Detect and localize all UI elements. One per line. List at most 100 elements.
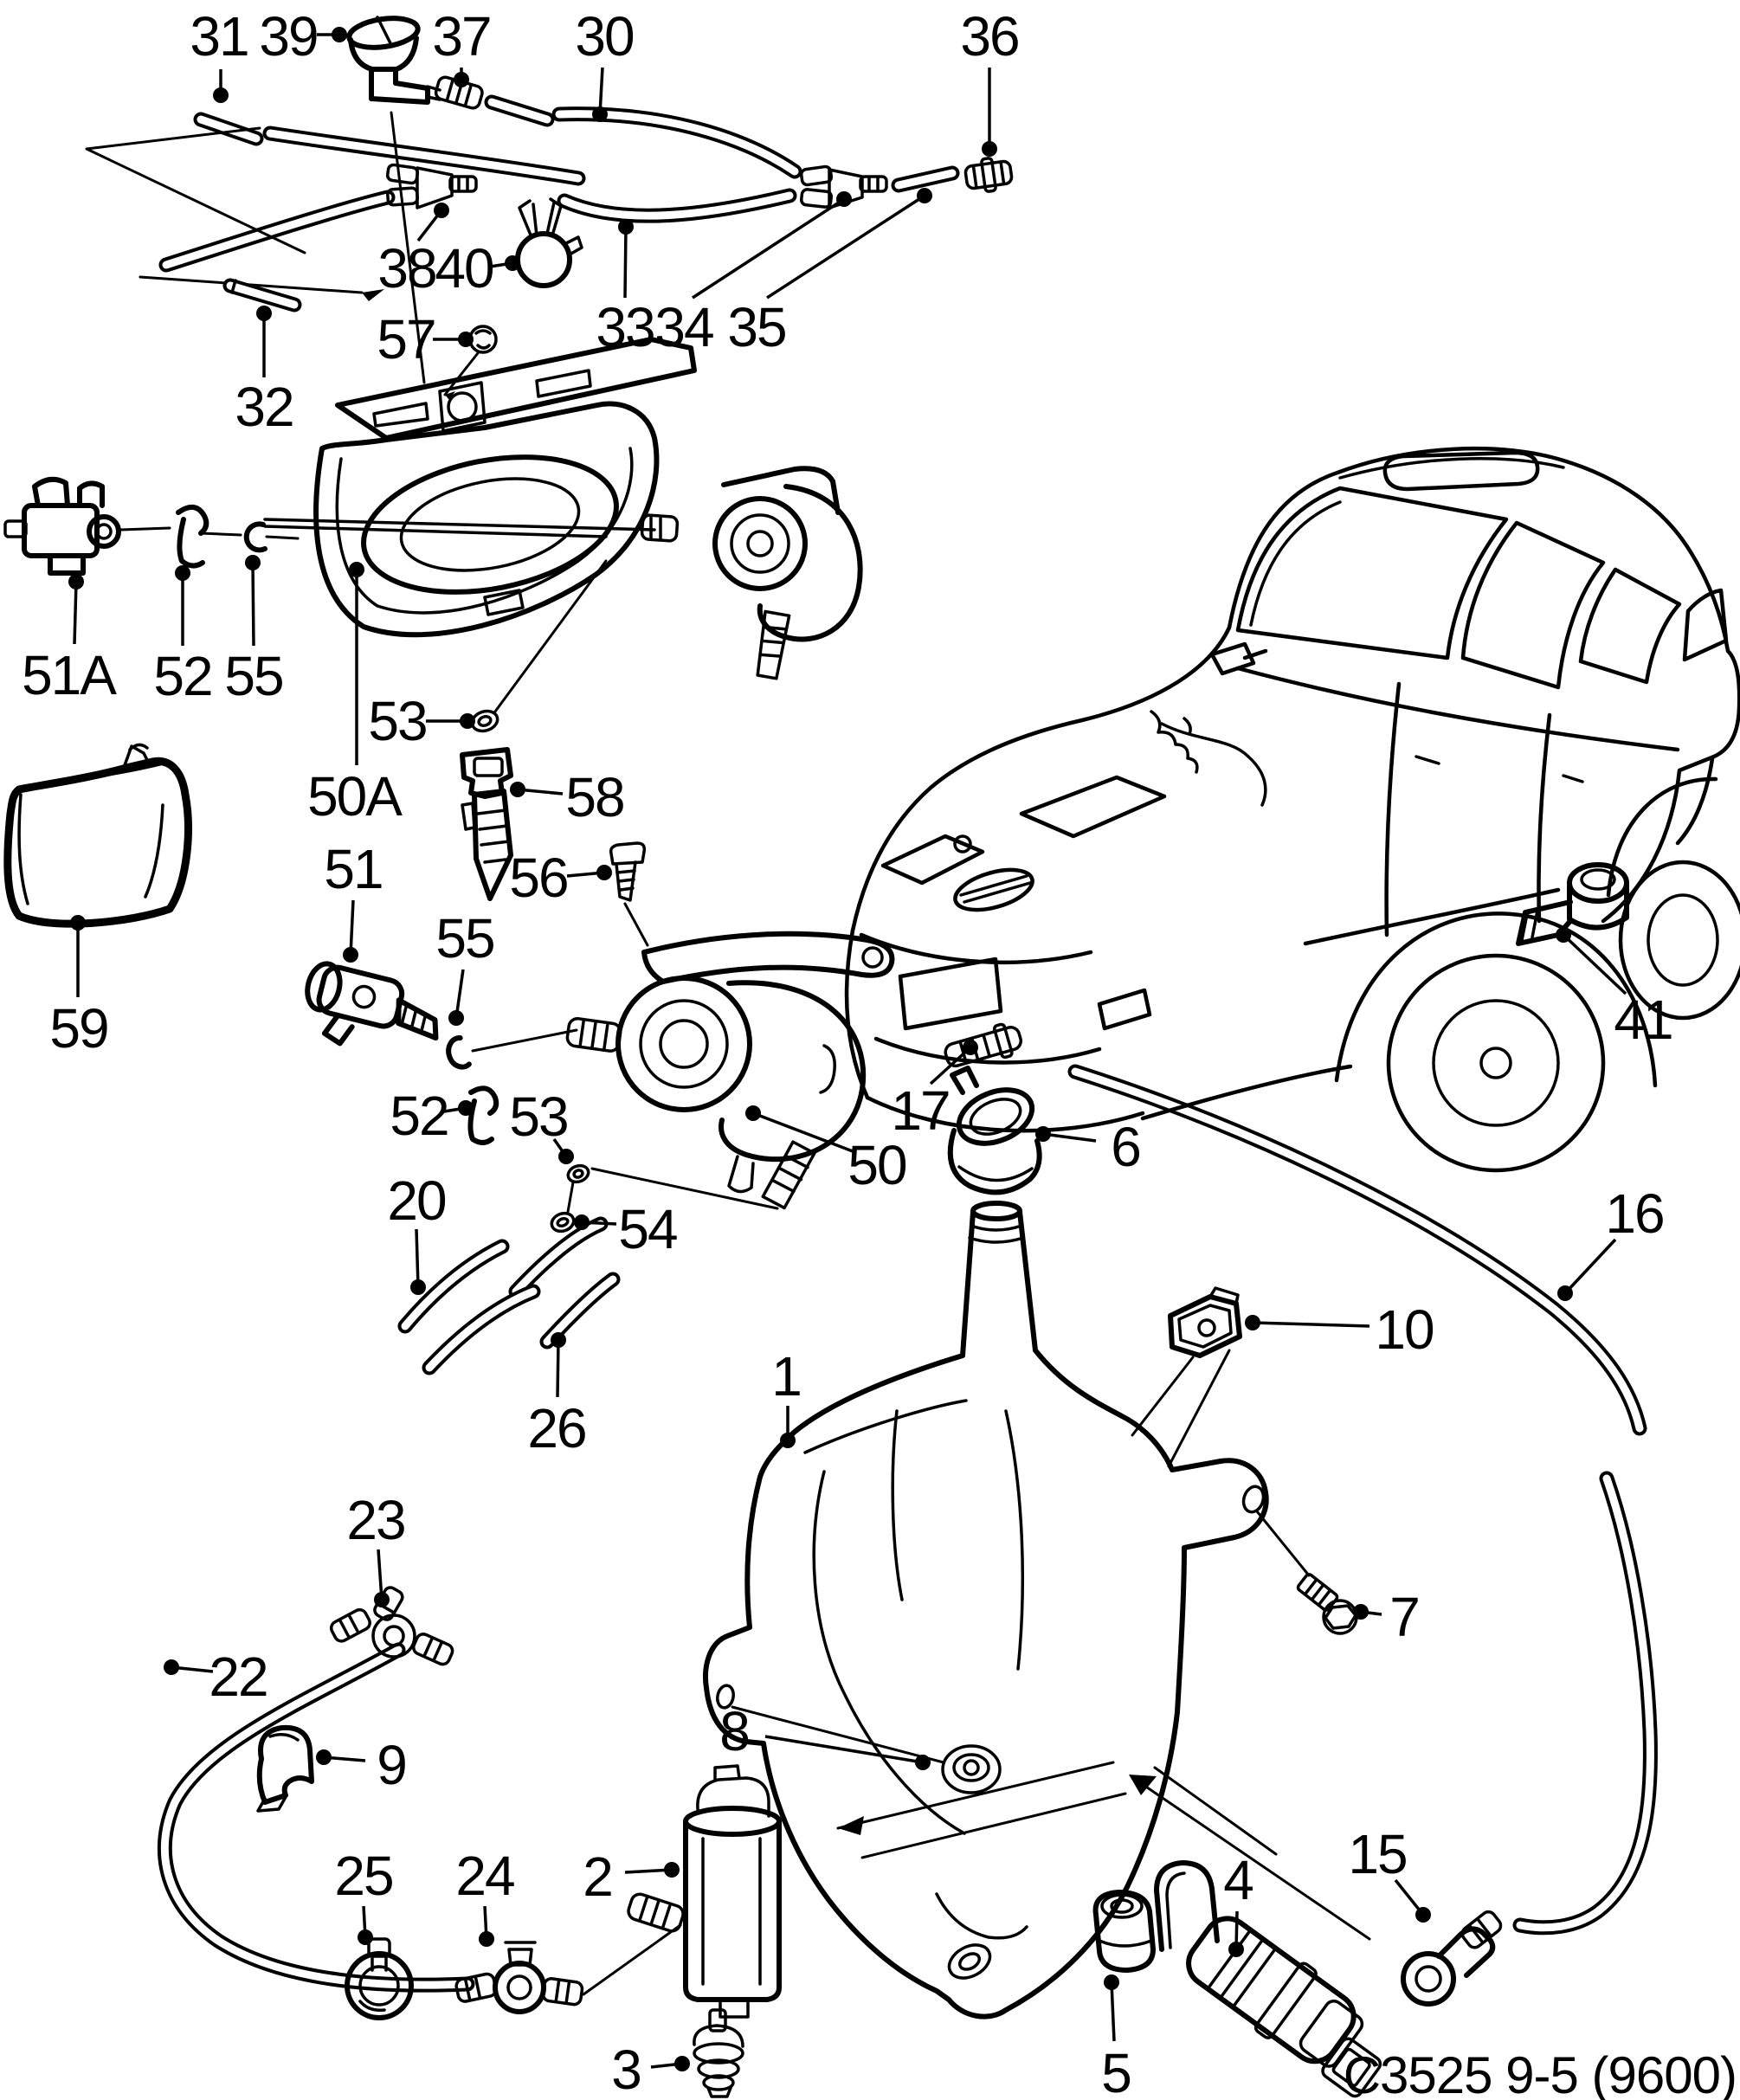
callout-52: 52 [390, 1085, 449, 1147]
leader-line-17 [929, 1046, 972, 1085]
leader-line-35 [766, 194, 925, 300]
callout-3: 3 [611, 2039, 642, 2100]
leader-dot-3 [674, 2056, 690, 2071]
y-connector-38 [385, 163, 478, 209]
hose-network-top [85, 94, 960, 301]
check-valve-51A [3, 476, 300, 576]
callout-55: 55 [224, 645, 284, 707]
callout-16: 16 [1605, 1182, 1665, 1245]
coupler-36 [963, 157, 1014, 193]
leader-line-33 [623, 226, 628, 299]
washer-reservoir-1 [703, 1201, 1269, 2019]
callout-36: 36 [960, 5, 1020, 68]
leader-dot-56 [596, 865, 612, 880]
leader-line-55 [251, 562, 255, 647]
callout-31: 31 [190, 5, 249, 68]
t-connector-24 [454, 1923, 682, 2014]
callout-17: 17 [891, 1079, 951, 1142]
headlamp-washer-pump-port [712, 466, 863, 680]
callout-leader-lines [68, 27, 1627, 2071]
callout-55: 55 [435, 907, 495, 969]
leader-line-50 [752, 1111, 854, 1153]
leader-dot-54 [574, 1214, 590, 1230]
clamp-25 [345, 1937, 414, 2020]
leader-dot-36 [982, 141, 997, 157]
leader-line-8 [764, 1735, 924, 1764]
callout-6: 6 [1111, 1116, 1142, 1178]
cover-59 [3, 743, 192, 928]
c-clip-55 [243, 521, 267, 553]
callout-34: 34 [654, 296, 714, 358]
callout-35: 35 [727, 296, 787, 358]
leader-dot-32 [256, 306, 272, 321]
callout-8: 8 [719, 1700, 751, 1762]
leader-line-51A [73, 581, 78, 645]
clamp-40 [515, 197, 583, 288]
spray-nozzle-51 [305, 961, 439, 1047]
callout-59: 59 [49, 997, 109, 1060]
hose-pieces-20-26 [397, 1216, 621, 1375]
callout-26: 26 [527, 1397, 587, 1459]
mount-pointer-pump-4 [1129, 1766, 1371, 1941]
leader-dot-50 [745, 1105, 761, 1121]
leader-dot-6 [1035, 1126, 1051, 1142]
leader-dot-52 [175, 565, 190, 581]
leader-dot-20 [410, 1279, 426, 1295]
leader-dot-52 [458, 1100, 474, 1116]
leader-dot-4 [1228, 1942, 1244, 1957]
callout-22: 22 [209, 1646, 268, 1708]
callout-5: 5 [1101, 2042, 1132, 2100]
leader-dot-35 [917, 188, 932, 203]
leader-dot-25 [358, 1929, 373, 1945]
callout-38: 38 [377, 237, 437, 300]
callout-15: 15 [1348, 1823, 1408, 1885]
leader-line-30 [598, 67, 604, 115]
bracket-41 [1516, 862, 1629, 946]
leader-dot-30 [592, 106, 608, 122]
callout-2: 2 [583, 1846, 614, 1908]
screw-56 [609, 841, 649, 947]
leader-line-23 [377, 1549, 383, 1601]
leader-dot-55 [245, 555, 261, 570]
elbow-connector-15 [1401, 1910, 1503, 2007]
washer-jet-39 [346, 16, 441, 105]
tube-32 [222, 278, 302, 312]
leader-line-10 [1252, 1321, 1370, 1328]
nut-8 [731, 1705, 1002, 1794]
callout-58: 58 [565, 766, 625, 828]
leader-dot-33 [618, 219, 634, 235]
callout-40: 40 [435, 237, 494, 300]
callout-10: 10 [1375, 1298, 1434, 1361]
leader-dot-10 [1245, 1315, 1260, 1330]
headlamp-pump-4 [1154, 1860, 1382, 2098]
callout-20: 20 [387, 1169, 447, 1232]
t-connector-23 [329, 1586, 454, 1666]
screw-7 [1255, 1510, 1358, 1635]
callout-52: 52 [153, 645, 213, 707]
o-ring-55 [446, 1028, 578, 1070]
leader-dot-40 [505, 255, 520, 271]
leader-dot-51 [343, 947, 358, 963]
callout-32: 32 [235, 376, 294, 438]
callout-23: 23 [346, 1489, 406, 1551]
leader-line-20 [415, 1228, 420, 1288]
leader-dot-26 [551, 1332, 566, 1348]
callout-33: 33 [596, 296, 655, 358]
leader-line-26 [556, 1339, 560, 1398]
leader-line-51 [349, 899, 355, 956]
callout-41: 41 [1614, 989, 1673, 1051]
leader-dot-53 [460, 713, 475, 729]
leader-dot-59 [70, 915, 86, 931]
hose-22 [158, 1642, 475, 1993]
callout-4: 4 [1223, 1849, 1254, 1911]
callout-24: 24 [455, 1845, 515, 1907]
leader-dot-50A [349, 562, 364, 577]
leader-dot-53 [558, 1149, 574, 1164]
callout-51A: 51A [22, 644, 117, 706]
callout-53: 53 [368, 690, 428, 752]
clip-52-lower [467, 1085, 499, 1145]
leader-dot-55 [448, 1010, 464, 1026]
leader-dot-15 [1415, 1907, 1431, 1923]
seal-53-lower [566, 1163, 779, 1214]
